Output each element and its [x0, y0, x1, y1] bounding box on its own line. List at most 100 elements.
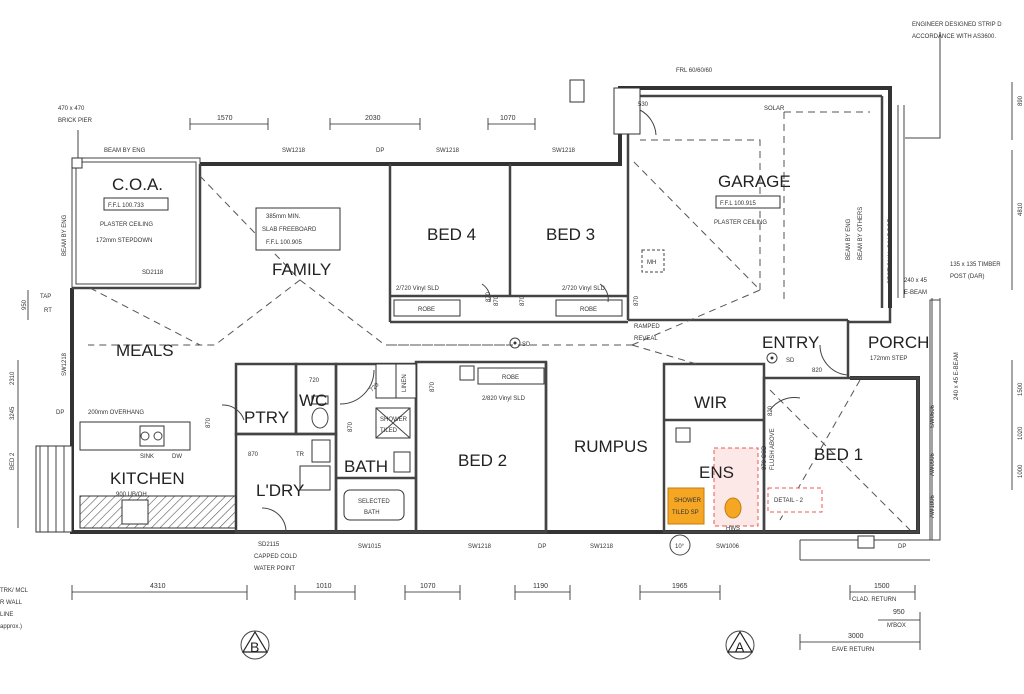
window-sw1218-b: SW1218 [436, 148, 460, 154]
window-sw1218-a: SW1218 [282, 148, 306, 154]
door-820: 820 [812, 368, 823, 374]
right-dimensions: 890 4810 1500 1020 1000 [1011, 82, 1024, 490]
window-aw0906: AW0906 [930, 453, 936, 476]
room-family: FAMILY [272, 260, 331, 279]
room-entry: ENTRY [762, 333, 819, 352]
kitchen-ub-note: 900 UB/OH [116, 492, 147, 498]
section-marker-b: B [250, 639, 259, 655]
bath-label-2: BATH [364, 510, 380, 516]
dim-3000: 3000 [848, 633, 864, 640]
robe-bed4: ROBE [418, 307, 435, 313]
edge-text-4: approx.) [0, 624, 22, 630]
dim-1070: 1070 [500, 115, 516, 122]
e-beam-top-1: 240 x 45 [904, 278, 928, 284]
ens-shower-1: SHOWER [674, 498, 702, 504]
sd-note: SD [522, 342, 531, 348]
door-870f: 870 [520, 295, 526, 306]
m-box: M'BOX [887, 623, 906, 629]
ramped-reveal-2: REVEAL [634, 336, 658, 342]
door-sizes: 720 870 870 720 870 870 870 870 820 820 … [206, 291, 823, 458]
window-dp-right: DP [898, 544, 906, 550]
window-sw1218-c: SW1218 [552, 148, 576, 154]
dim-1965: 1965 [672, 583, 688, 590]
dim-4810: 4810 [1018, 202, 1024, 216]
door-870c: 870 [348, 421, 354, 432]
beam-by-eng-side: BEAM BY ENG [62, 214, 68, 256]
roof-lines [88, 111, 911, 531]
door-870a: 870 [206, 417, 212, 428]
garage-530: 530 [638, 102, 649, 108]
dim-1070-bottom: 1070 [420, 583, 436, 590]
eave-return: EAVE RETURN [832, 647, 874, 653]
dim-1570: 1570 [217, 115, 233, 122]
ten-deg: 10° [675, 544, 685, 550]
timber-post-1: 135 x 135 TIMBER [950, 262, 1001, 268]
window-labels: SW1218 DP SW1218 SW1218 SD2118 SD2115 SW… [62, 148, 936, 550]
window-dp-bot: DP [538, 544, 546, 550]
top-dimensions: 1570 2030 1070 [189, 115, 536, 130]
window-sw1218-left: SW1218 [62, 352, 68, 376]
coa-step: 172mm STEPDOWN [96, 238, 152, 244]
sliding-bed4: 2/720 Vinyl SLD [396, 286, 440, 292]
beam-by-eng-top: BEAM BY ENG [104, 148, 146, 154]
dw-note: DW [172, 454, 182, 460]
room-labels: C.O.A. FAMILY BED 4 BED 3 GARAGE MEALS E… [110, 172, 929, 500]
window-sw1218-bot2: SW1218 [590, 544, 614, 550]
slab-line-3: F.F.L 100.905 [266, 240, 302, 246]
door-870d: 870 [430, 381, 436, 392]
dim-1010: 1010 [316, 583, 332, 590]
kitchen-bench [35, 421, 237, 533]
garage-ffl: F.F.L 100.915 [720, 201, 756, 207]
room-bed3: BED 3 [546, 225, 595, 244]
edge-text-1: TRK/ MCL [0, 588, 29, 594]
window-sd2115: SD2115 [258, 542, 280, 548]
room-coa: C.O.A. [112, 175, 163, 194]
section-markers: B A [250, 639, 745, 655]
ens-csd-2: FLUSH ABOVE [770, 428, 776, 470]
room-kitchen: KITCHEN [110, 469, 185, 488]
door-870g: 870 [634, 295, 640, 306]
linen-note: LINEN [402, 374, 408, 392]
edge-text-2: R WALL [0, 600, 23, 606]
sliding-bed2: 2/820 Vinyl SLD [482, 396, 526, 402]
e-beam-side: 240 x 45 E-BEAM [954, 352, 960, 400]
room-bed1: BED 1 [814, 445, 863, 464]
sink-note: SINK [140, 454, 154, 460]
dim-4310: 4310 [150, 583, 166, 590]
dim-2310: 2310 [10, 371, 16, 385]
room-rumpus: RUMPUS [574, 437, 648, 456]
room-ptry: PTRY [244, 408, 289, 427]
slab-line-2: SLAB FREEBOARD [262, 227, 317, 233]
dim-1020: 1020 [1018, 426, 1024, 440]
window-sw1218-bot1: SW1218 [468, 544, 492, 550]
edge-text-3: LINE [0, 612, 13, 618]
coa-ceiling: PLASTER CEILING [100, 222, 153, 228]
internal-walls [234, 164, 920, 534]
shower-label-1: SHOWER [380, 417, 408, 423]
dim-890: 890 [1018, 95, 1024, 106]
room-porch: PORCH [868, 333, 929, 352]
bottom-dimensions: 4310 1010 1070 1190 1965 1500 CLAD. RETU… [71, 583, 921, 653]
room-ens: ENS [699, 463, 734, 482]
dim-950-left: 950 [22, 299, 28, 310]
door-870b: 870 [248, 452, 259, 458]
frl-note: FRL 60/60/60 [676, 68, 713, 74]
door-720b: 720 [369, 382, 381, 394]
door-870h: 870 [486, 291, 492, 302]
window-sd2118: SD2118 [142, 270, 164, 276]
room-ldry: L'DRY [256, 481, 304, 500]
porch-step: 172mm STEP [870, 356, 907, 362]
door-870e: 870 [494, 295, 500, 306]
timber-post-2: POST (DAR) [950, 274, 985, 280]
plan-notes: 470 x 470 BRICK PIER BEAM BY ENG BEAM BY… [40, 22, 1002, 572]
door-820b: 820 [768, 405, 774, 416]
brick-pier-size: 470 x 470 [58, 106, 85, 112]
left-dimensions: 950 BED 2 3245 2310 TRK/ MCL R WALL LINE… [0, 290, 29, 630]
fixtures [71, 32, 941, 660]
detail-note: DETAIL - 2 [774, 498, 804, 504]
tap-note: TAP [40, 294, 51, 300]
dim-1000: 1000 [1018, 464, 1024, 478]
brick-pier-label: BRICK PIER [58, 118, 93, 124]
room-bed4: BED 4 [427, 225, 476, 244]
